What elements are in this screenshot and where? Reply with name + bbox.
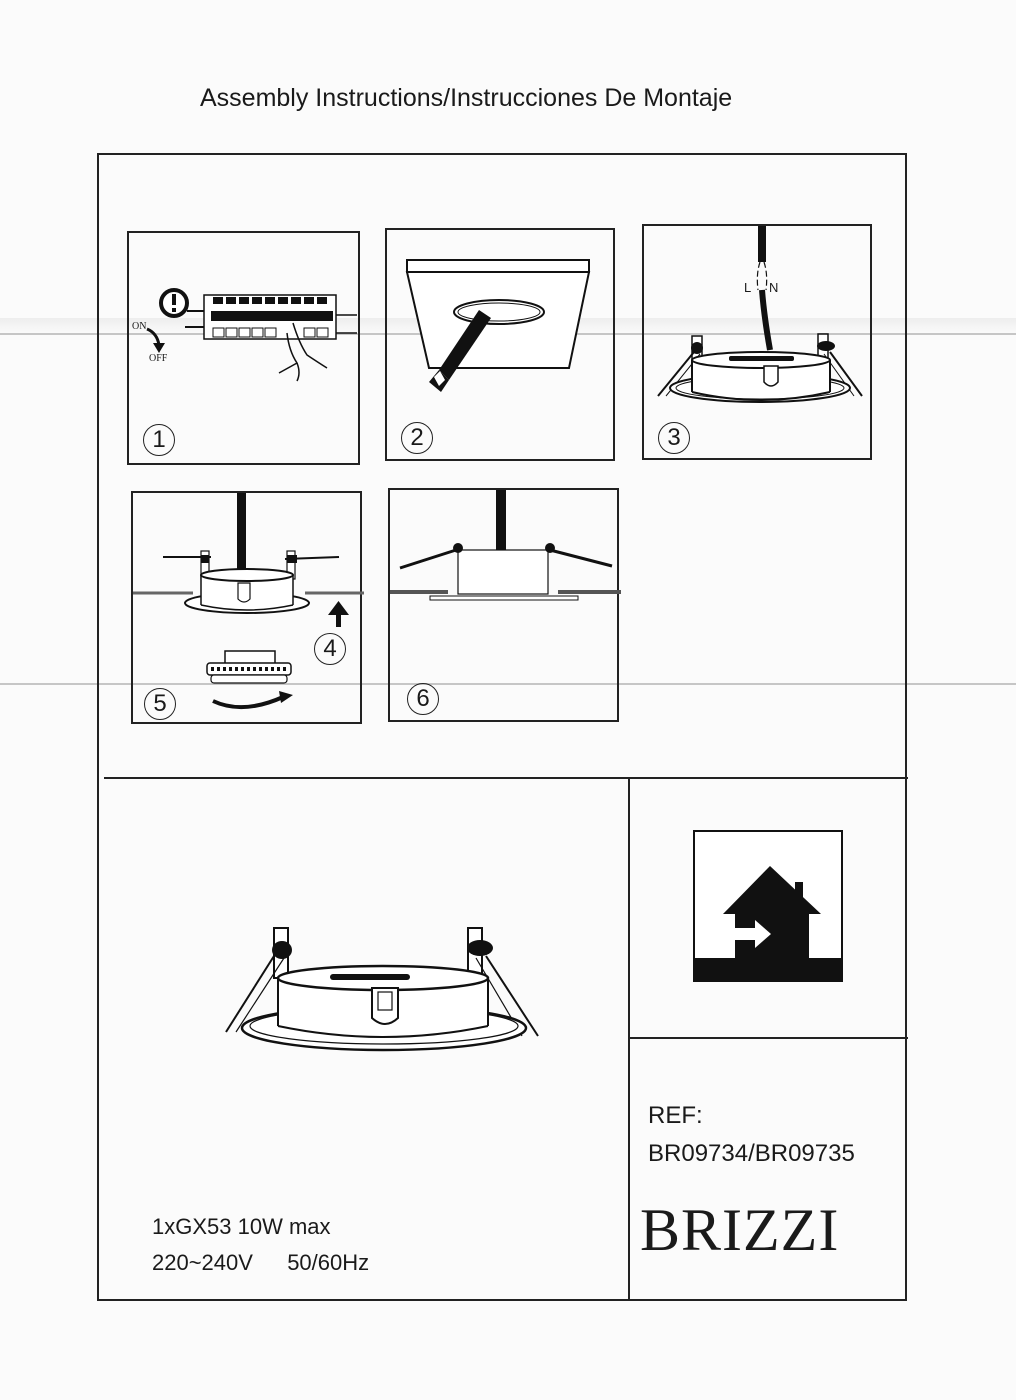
step-number-4: 4 xyxy=(314,633,346,665)
ref-codes: BR09734/BR09735 xyxy=(648,1140,855,1167)
step-1-panel: ON OFF 1 xyxy=(127,231,360,465)
indoor-use-icon-box xyxy=(693,830,843,982)
breaker-panel-illustration xyxy=(146,288,357,382)
off-label: OFF xyxy=(149,353,168,364)
ceiling-cut-illustration xyxy=(405,259,591,392)
paper-fold-line xyxy=(0,683,1016,685)
step-number-5: 5 xyxy=(144,688,176,720)
page-title: Assembly Instructions/Instrucciones De M… xyxy=(200,84,733,112)
downlight-fixture-illustration xyxy=(225,927,539,1052)
step-6-panel: 6 xyxy=(388,488,621,722)
step-number-3: 3 xyxy=(658,422,690,454)
step-number-6: 6 xyxy=(407,683,439,715)
step-number-2: 2 xyxy=(401,422,433,454)
lamp-spec: 1xGX53 10W max xyxy=(152,1214,331,1239)
section-divider xyxy=(104,777,908,779)
ref-label: REF: xyxy=(648,1102,703,1129)
live-wire-label: L xyxy=(744,280,752,295)
fixture-insert-and-lamp-twist-illustration xyxy=(133,493,364,710)
step-4-5-panel: 4 5 xyxy=(131,491,364,724)
step-3-panel: L N 3 xyxy=(642,224,872,460)
frequency-value: 50/60Hz xyxy=(287,1250,370,1275)
voltage-spec: 220~240V 50/60Hz xyxy=(152,1250,369,1276)
brand-logo: BRIZZI xyxy=(640,1197,840,1263)
instruction-frame xyxy=(97,153,907,1301)
wiring-connection-illustration xyxy=(657,226,863,403)
step-2-panel: 2 xyxy=(385,228,615,461)
step-number-1: 1 xyxy=(143,424,175,456)
neutral-wire-label: N xyxy=(769,280,779,295)
section-divider xyxy=(628,1037,908,1039)
fixture-installed-illustration xyxy=(390,490,621,601)
on-label: ON xyxy=(132,321,147,332)
house-indoor-icon xyxy=(695,866,841,980)
voltage-value: 220~240V xyxy=(152,1250,253,1275)
